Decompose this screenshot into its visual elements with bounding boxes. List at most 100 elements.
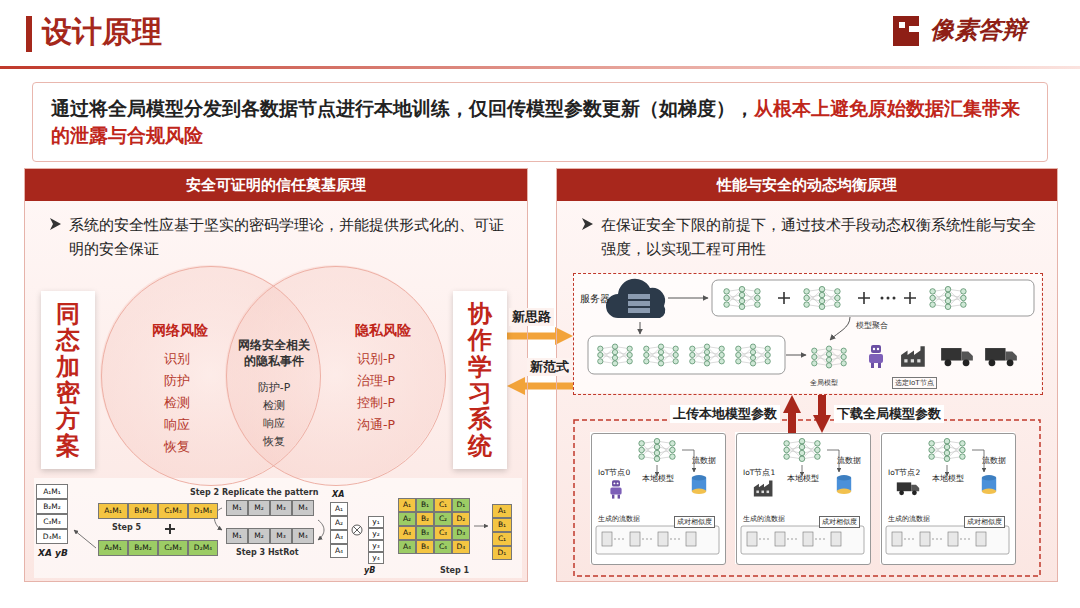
panel-label: 生成的流数据 [888, 514, 930, 524]
iot-node-panel: IoT节点1流数据本地模型生成的流数据成对相似度 [736, 433, 871, 565]
arrow-label: 新范式 [527, 358, 572, 376]
intro-box: 通过将全局模型分发到各数据节点进行本地训练，仅回传模型参数更新（如梯度），从根本… [32, 82, 1048, 162]
diagram-label: 全局模型 [810, 378, 838, 388]
arrow-label: 上传本地模型参数 [670, 405, 780, 423]
panel-label: 生成的流数据 [598, 514, 640, 524]
panel-text: 安全可证明的信任奠基原理 [25, 169, 527, 201]
vertical-label-box: 同态加密方案 [41, 291, 95, 469]
vertical-text: 协作学习系统 [468, 301, 492, 459]
matrix-cell: B₄ [416, 540, 434, 554]
math-label: XA [332, 490, 344, 499]
panel-label: IoT节点0 [598, 468, 630, 478]
diagram-label: 模型聚合 [856, 320, 888, 331]
matrix-cell: B₂M₂ [36, 499, 68, 514]
logo-text: 像素答辩 [930, 14, 1026, 46]
matrix-cell: A₄ [398, 540, 416, 554]
panel-label: 生成的流数据 [743, 514, 785, 524]
matrix-cell: B₁ [416, 498, 434, 512]
matrix-cell: M₂ [248, 500, 270, 516]
panel-label: 流数据 [837, 456, 861, 466]
matrix-cell: C₄ [434, 540, 452, 554]
overlap-item: 防护-P [229, 381, 319, 395]
matrix-cell: C₃ [434, 526, 452, 540]
arrow-label: 下载全局模型参数 [834, 405, 944, 423]
server-diagram: 服务器模型聚合全局模型选定IoT节点 [573, 273, 1043, 395]
matrix-cell: B₁ [492, 518, 512, 532]
panel-label: 本地模型 [932, 474, 964, 484]
matrix-cell: y₄ [368, 552, 384, 564]
matrix-cell: M₃ [270, 528, 292, 544]
matrix-cell: A₄ [330, 544, 348, 558]
panel-label: 流数据 [692, 456, 716, 466]
matrix-cell: D₂ [452, 512, 470, 526]
matrix-cell: y₃ [368, 540, 384, 552]
matrix-cell: C₁ [434, 498, 452, 512]
overlap-item: 恢复 [229, 435, 319, 449]
step-label: Step 5 [112, 523, 141, 532]
matrix-cell: D₁M₄ [188, 503, 218, 519]
matrix-cell: B₁M₂ [128, 503, 158, 519]
risk-item: 沟通-P [357, 417, 395, 434]
flow-arrow [507, 333, 555, 340]
matrix-cell: y₂ [368, 528, 384, 540]
risk-item: 检测 [164, 395, 190, 412]
matrix-cell: A₁ [330, 502, 348, 516]
matrix-cell: A₁M₁ [36, 484, 68, 499]
flow-arrow [818, 395, 826, 415]
matrix-cell: D₂M₄ [188, 540, 218, 556]
risk-item: 防护 [164, 373, 190, 390]
panel-label: 本地模型 [642, 474, 674, 484]
panel-text: 系统的安全性应基于坚实的密码学理论，并能提供形式化的、可证明的安全保证 [69, 213, 509, 261]
matrix-cell: D₁ [492, 546, 512, 560]
matrix-cell: C₂M₃ [158, 540, 188, 556]
matrix-cell: D₄ [452, 540, 470, 554]
matrix-cell: A₁ [492, 504, 512, 518]
matrix-cell: D₁ [452, 498, 470, 512]
matrix-cell: C₁ [492, 532, 512, 546]
risk-item: 响应 [164, 417, 190, 434]
risk-item: 恢复 [164, 439, 190, 456]
step-label: Step 1 [440, 566, 469, 575]
iot-node-panel: IoT节点0 流数据本地模型生成的流数据 成对相似度 [591, 433, 726, 565]
matrix-cell: C₂ [434, 512, 452, 526]
arrow-label: 新思路 [509, 308, 554, 326]
risk-item: 识别 [164, 351, 190, 368]
slide-title: 设计原理 [42, 12, 162, 53]
intro-text: 通过将全局模型分发到各数据节点进行本地训练，仅回传模型参数更新（如梯度）， [51, 97, 754, 119]
matrix-cell: M₄ [292, 528, 314, 544]
overlap-region: 网络安全相关的隐私事件防护-P检测响应恢复 [229, 323, 319, 453]
matrix-cell: A₂M₁ [98, 540, 128, 556]
math-label: XA yB [38, 548, 68, 558]
math-label: yB [364, 566, 375, 575]
matrix-cell: D₃ [452, 526, 470, 540]
step-label: Step 3 HstRot [236, 548, 299, 557]
matrix-cell: A₁ [398, 498, 416, 512]
flow-arrow [788, 413, 796, 433]
step-label: Step 2 Replicate the pattern [190, 488, 318, 497]
panel-text: 在保证安全下限的前提下，通过技术手段动态权衡系统性能与安全强度，以实现工程可用性 [601, 213, 1041, 261]
panel-label: IoT节点2 [888, 468, 920, 478]
matrix-cell: A₃ [398, 526, 416, 540]
matrix-cell: A₃ [330, 530, 348, 544]
matrix-cell: A₂ [330, 516, 348, 530]
matrix-cell: A₁M₁ [98, 503, 128, 519]
matrix-cell: M₄ [292, 500, 314, 516]
matrix-cell: B₃ [416, 526, 434, 540]
risk-item: 识别-P [357, 351, 395, 368]
panel-label: 成对相似度 [674, 516, 715, 528]
overlap-item: 网络安全相关的隐私事件 [237, 337, 311, 369]
panel-text: 性能与安全的动态均衡原理 [557, 169, 1057, 201]
matrix-cell: D₄M₄ [36, 529, 68, 544]
matrix-cell: B₂ [416, 512, 434, 526]
matrix-cell: y₁ [368, 516, 384, 528]
vertical-label-box: 协作学习系统 [453, 291, 507, 469]
matrix-cell: B₂M₂ [128, 540, 158, 556]
panel-label: 成对相似度 [819, 516, 860, 528]
risk-item: 网络风险 [152, 322, 208, 340]
matrix-cell: C₁M₃ [158, 503, 188, 519]
diagram-label: 服务器 [580, 292, 610, 306]
flow-arrow [525, 383, 573, 390]
panel-label: 成对相似度 [964, 516, 1005, 528]
panel-label: 本地模型 [787, 474, 819, 484]
